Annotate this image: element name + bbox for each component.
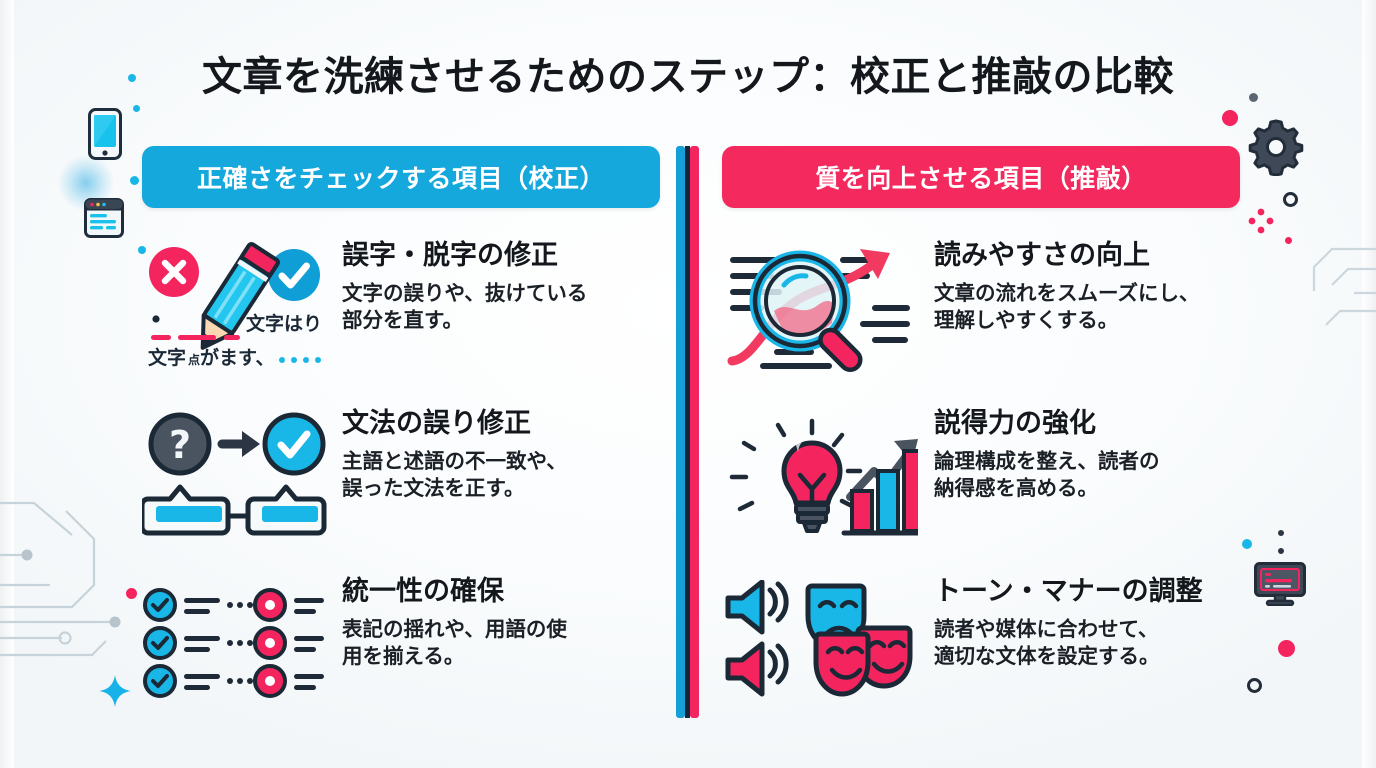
pink-dot (126, 588, 137, 599)
list-item-text: 読みやすさの向上 文章の流れをスムーズにし、 理解しやすくする。 (932, 236, 1199, 334)
column-revision: 質を向上させる項目（推敲） (722, 146, 1240, 740)
center-divider (676, 146, 702, 718)
typo-correction-icon: 文字はり 文字 点 がます、 (142, 236, 328, 376)
divider-dark-bar (685, 146, 690, 718)
list-item-text: 文法の誤り修正 主語と述語の不一致や、 誤った文法を正す。 (342, 404, 567, 502)
gray-dot (1278, 530, 1284, 536)
column-proofreading: 正確さをチェックする項目（校正） (142, 146, 660, 740)
page-title: 文章を洗練させるためのステップ：校正と推敲の比較 (202, 54, 1174, 100)
list-item: ? (142, 404, 660, 572)
list-item-title: 文法の誤り修正 (342, 408, 531, 439)
list-item-description: 文章の流れをスムーズにし、 理解しやすくする。 (934, 280, 1200, 333)
divider-blue-bar (676, 146, 685, 718)
pink-dot (1222, 110, 1238, 126)
list-item: 読みやすさの向上 文章の流れをスムーズにし、 理解しやすくする。 (722, 236, 1240, 404)
list-item-description: 主語と述語の不一致や、 誤った文法を正す。 (342, 448, 567, 501)
list-item-title: 誤字・脱字の修正 (342, 240, 558, 271)
list-item-description: 表記の揺れや、用語の使 用を揃える。 (342, 616, 567, 669)
divider-pink-bar (690, 146, 699, 718)
list-item-description: 読者や媒体に合わせて、 適切な文体を設定する。 (934, 616, 1160, 669)
blue-dot (1242, 539, 1252, 549)
blue-dot (130, 176, 139, 185)
gray-dot (1278, 566, 1284, 572)
grammar-fix-icon: ? (142, 404, 328, 544)
pink-dot (1278, 640, 1295, 657)
list-item-title: 読みやすさの向上 (934, 240, 1150, 271)
svg-text:がます、: がます、 (200, 346, 274, 369)
pink-dot (1285, 237, 1292, 244)
browser-window-icon (84, 198, 124, 238)
list-item-description: 文字の誤りや、抜けている 部分を直す。 (342, 280, 588, 333)
blue-dot (133, 105, 140, 112)
column-header-proofreading: 正確さをチェックする項目（校正） (142, 146, 660, 208)
column-header-revision: 質を向上させる項目（推敲） (722, 146, 1240, 208)
list-item: 統一性の確保 表記の揺れや、用語の使 用を揃える。 (142, 572, 660, 740)
list-item: 説得力の強化 論理構成を整え、読者の 納得感を高める。 (722, 404, 1240, 572)
gear-icon (1248, 119, 1304, 176)
smartphone-icon (88, 108, 122, 160)
list-item-text: トーン・マナーの調整 読者や媒体に合わせて、 適切な文体を設定する。 (932, 572, 1203, 670)
ring-decoration (1247, 678, 1262, 693)
svg-text:点: 点 (188, 352, 200, 367)
sparkle-icon (1248, 208, 1274, 234)
right-edge-band (1362, 0, 1376, 768)
list-item-text: 誤字・脱字の修正 文字の誤りや、抜けている 部分を直す。 (342, 236, 587, 334)
list-item-title: 説得力の強化 (934, 408, 1096, 439)
ring-decoration (1283, 192, 1298, 207)
list-item-title: 統一性の確保 (342, 576, 504, 607)
list-item-text: 説得力の強化 論理構成を整え、読者の 納得感を高める。 (932, 404, 1160, 502)
list-item-title: トーン・マナーの調整 (934, 576, 1203, 607)
svg-text:?: ? (169, 423, 191, 467)
svg-text:文字はり: 文字はり (246, 312, 322, 335)
proofreading-item-list: 文字はり 文字 点 がます、 誤字・脱字の修正 文字の誤りや、抜けている 部分を… (142, 236, 660, 740)
list-item: トーン・マナーの調整 読者や媒体に合わせて、 適切な文体を設定する。 (722, 572, 1240, 740)
revision-item-list: 読みやすさの向上 文章の流れをスムーズにし、 理解しやすくする。 (722, 236, 1240, 740)
persuasion-lightbulb-chart-icon (722, 404, 918, 544)
gray-dot (1278, 548, 1284, 554)
tone-manner-masks-icon (722, 572, 918, 712)
list-item-description: 論理構成を整え、読者の 納得感を高める。 (934, 448, 1160, 501)
circuit-lines-decoration (1312, 247, 1376, 326)
list-item-text: 統一性の確保 表記の揺れや、用語の使 用を揃える。 (342, 572, 567, 670)
sparkle-icon (99, 675, 131, 707)
blue-glow (58, 155, 114, 211)
left-edge-band (0, 0, 14, 768)
svg-text:文字: 文字 (148, 346, 186, 369)
readability-magnifier-icon (722, 236, 918, 376)
list-item: 文字はり 文字 点 がます、 誤字・脱字の修正 文字の誤りや、抜けている 部分を… (142, 236, 660, 404)
monitor-code-icon (1254, 562, 1306, 606)
consistency-check-icon (142, 572, 328, 712)
